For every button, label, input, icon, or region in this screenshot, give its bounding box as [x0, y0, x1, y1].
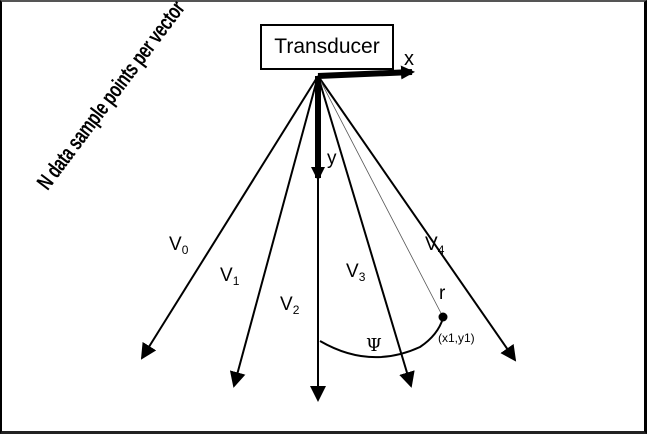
- x-axis-arrow: [317, 65, 415, 80]
- radius-label: r: [439, 283, 446, 304]
- radius-line: [317, 75, 444, 318]
- vector-v4: [317, 75, 517, 362]
- vector-v0: [140, 75, 319, 360]
- transducer-label: Transducer: [274, 35, 380, 58]
- sample-point: [438, 312, 448, 322]
- vector-label-v4: V4: [425, 234, 445, 257]
- vector-label-v0: V0: [169, 234, 189, 257]
- vector-label-v2: V2: [280, 294, 300, 317]
- vector-v3: [317, 75, 415, 388]
- vector-label-v3: V3: [346, 261, 366, 284]
- y-axis-label: y: [327, 148, 337, 169]
- vector-v1: [229, 75, 319, 388]
- transducer-box: Transducer: [260, 24, 394, 70]
- point-coordinates-label: (x1,y1): [438, 331, 475, 345]
- angle-arc: [319, 317, 444, 359]
- angle-psi-label: Ψ: [366, 335, 382, 356]
- x-axis-label: x: [404, 48, 414, 70]
- vector-label-v1: V1: [220, 265, 240, 288]
